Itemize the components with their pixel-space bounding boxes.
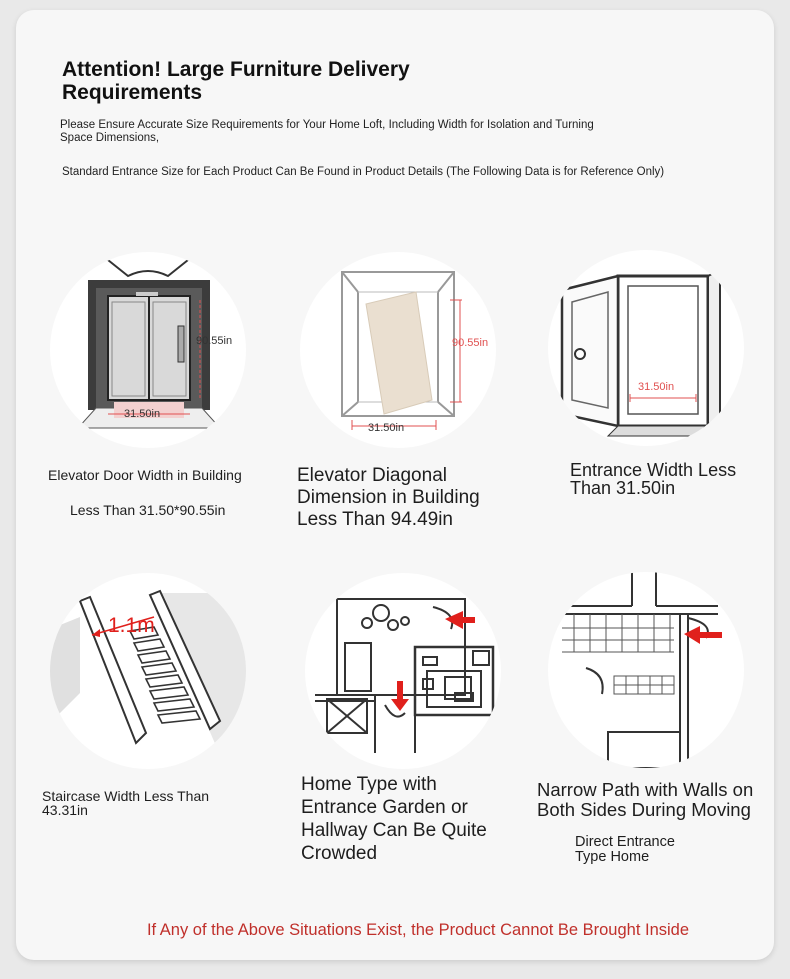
warning-footer: If Any of the Above Situations Exist, th… — [146, 921, 690, 939]
elevator-width-label: 31.50in — [124, 408, 161, 420]
delivery-requirements-card — [16, 10, 774, 960]
elevator-door-requirement: Less Than 31.50*90.55in — [70, 502, 226, 518]
entrance-width-label: 31.50in — [638, 381, 675, 393]
elevator-door-caption: Elevator Door Width in Building — [48, 467, 242, 483]
diagonal-width-label: 31.50in — [368, 422, 405, 434]
diagonal-height-label: 90.55in — [452, 337, 489, 349]
floor-plan-caption: Home Type with Entrance Garden or Hallwa… — [301, 774, 487, 864]
narrow-path-caption: Narrow Path with Walls on Both Sides Dur… — [537, 779, 754, 820]
staircase-icon — [50, 573, 246, 769]
narrow-path-icon — [548, 572, 744, 768]
reference-note: Standard Entrance Size for Each Product … — [62, 166, 665, 178]
direct-entrance-caption: Direct Entrance Type Home — [575, 834, 675, 865]
elevator-diagonal-caption: Elevator Diagonal Dimension in Building … — [297, 465, 480, 530]
floor-plan-icon — [305, 573, 501, 769]
elevator-diagonal-icon — [300, 252, 496, 448]
elevator-door-icon — [50, 252, 246, 448]
entrance-door-icon — [548, 250, 744, 446]
staircase-width-label: 1.1m — [108, 614, 155, 637]
elevator-height-label: 90.55in — [196, 335, 233, 347]
staircase-caption: Staircase Width Less Than 43.31in — [42, 788, 210, 818]
intro-text: Please Ensure Accurate Size Requirements… — [60, 119, 594, 144]
page-title: Attention! Large Furniture Delivery Requ… — [62, 58, 410, 104]
entrance-width-caption: Entrance Width Less Than 31.50in — [570, 460, 737, 498]
